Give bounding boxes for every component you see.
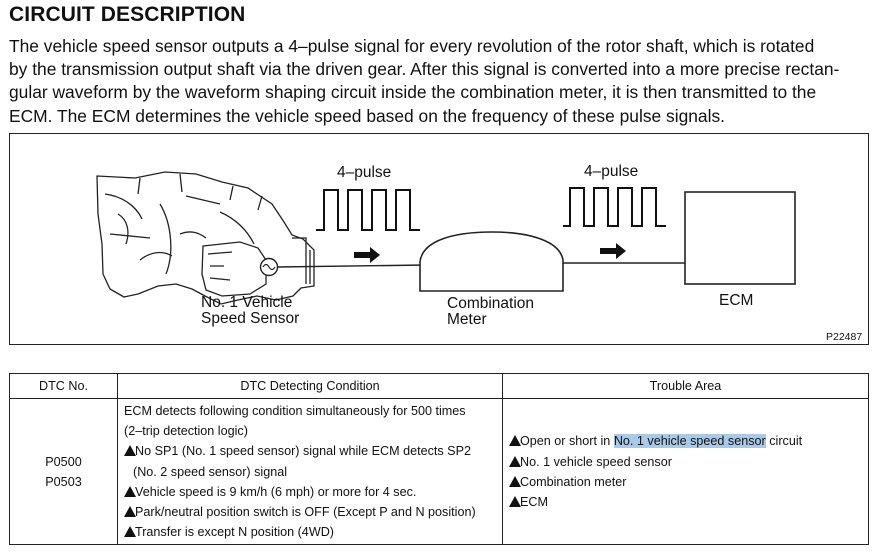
dtc-codes-cell: P0500 P0503 (9, 397, 118, 546)
description-paragraph: The vehicle speed sensor outputs a 4–pul… (9, 35, 875, 128)
description-line: ECM. The ECM determines the vehicle spee… (9, 105, 725, 126)
highlighted-text: No. 1 vehicle speed sensor (613, 434, 766, 449)
meter-label: Combination Meter (447, 295, 535, 328)
header-condition: DTC Detecting Condition (117, 373, 503, 399)
description-line: gular waveform by the waveform shaping c… (9, 82, 817, 103)
trouble-item: ECM (509, 492, 862, 512)
arrow-left (354, 247, 380, 263)
dtc-code: P0503 (45, 474, 82, 489)
signal-wire (276, 264, 428, 268)
header-trouble-area: Trouble Area (502, 373, 869, 399)
trouble-item: No. 1 vehicle speed sensor (509, 452, 862, 472)
page-title: CIRCUIT DESCRIPTION (9, 3, 246, 26)
combination-meter (419, 231, 564, 292)
triangle-bullet-icon (509, 455, 521, 467)
triangle-bullet-icon (124, 445, 136, 457)
dtc-code: P0500 (45, 454, 82, 469)
triangle-bullet-icon (124, 526, 136, 538)
pulse-label-right: 4–pulse (584, 163, 639, 180)
condition-item: Vehicle speed is 9 km/h (6 mph) or more … (124, 482, 496, 502)
header-dtc-no: DTC No. (9, 373, 118, 399)
pulse-label-left: 4–pulse (337, 164, 392, 181)
transmission-drawing (96, 171, 315, 305)
description-line: The vehicle speed sensor outputs a 4–pul… (9, 36, 815, 56)
condition-item-continued: (No. 2 speed sensor) signal (133, 464, 288, 479)
condition-intro: ECM detects following condition simultan… (124, 404, 466, 418)
condition-item: No SP1 (No. 1 speed sensor) signal while… (124, 441, 496, 461)
triangle-bullet-icon (509, 435, 521, 447)
figure-id: P22487 (826, 331, 863, 343)
condition-intro: (2–trip detection logic) (124, 424, 248, 439)
trouble-area-cell: Open or short in No. 1 vehicle speed sen… (502, 397, 869, 546)
triangle-bullet-icon (509, 475, 521, 487)
circuit-diagram-drawing (96, 171, 796, 305)
circuit-diagram: 4–pulse 4–pulse No. 1 Vehicle Speed Sens… (9, 133, 869, 345)
sensor-label: No. 1 Vehicle Speed Sensor (201, 294, 300, 327)
table-row: P0500 P0503 ECM detects following condit… (9, 397, 869, 546)
pulse-train-right (563, 187, 666, 227)
table-header-row: DTC No. DTC Detecting Condition Trouble … (9, 373, 869, 399)
arrow-right (600, 243, 626, 259)
triangle-bullet-icon (124, 506, 136, 518)
triangle-bullet-icon (124, 485, 136, 497)
condition-cell: ECM detects following condition simultan… (117, 397, 503, 546)
trouble-item: Open or short in No. 1 vehicle speed sen… (509, 431, 862, 451)
condition-item: Transfer is except N position (4WD) (124, 522, 496, 542)
condition-item: Park/neutral position switch is OFF (Exc… (124, 502, 496, 522)
pulse-train-left (316, 189, 420, 231)
description-line: by the transmission output shaft via the… (9, 59, 840, 80)
ecm-box (684, 191, 796, 285)
ecm-label: ECM (719, 292, 754, 309)
dtc-table: DTC No. DTC Detecting Condition Trouble … (9, 373, 869, 546)
trouble-item: Combination meter (509, 472, 862, 492)
triangle-bullet-icon (509, 495, 521, 507)
